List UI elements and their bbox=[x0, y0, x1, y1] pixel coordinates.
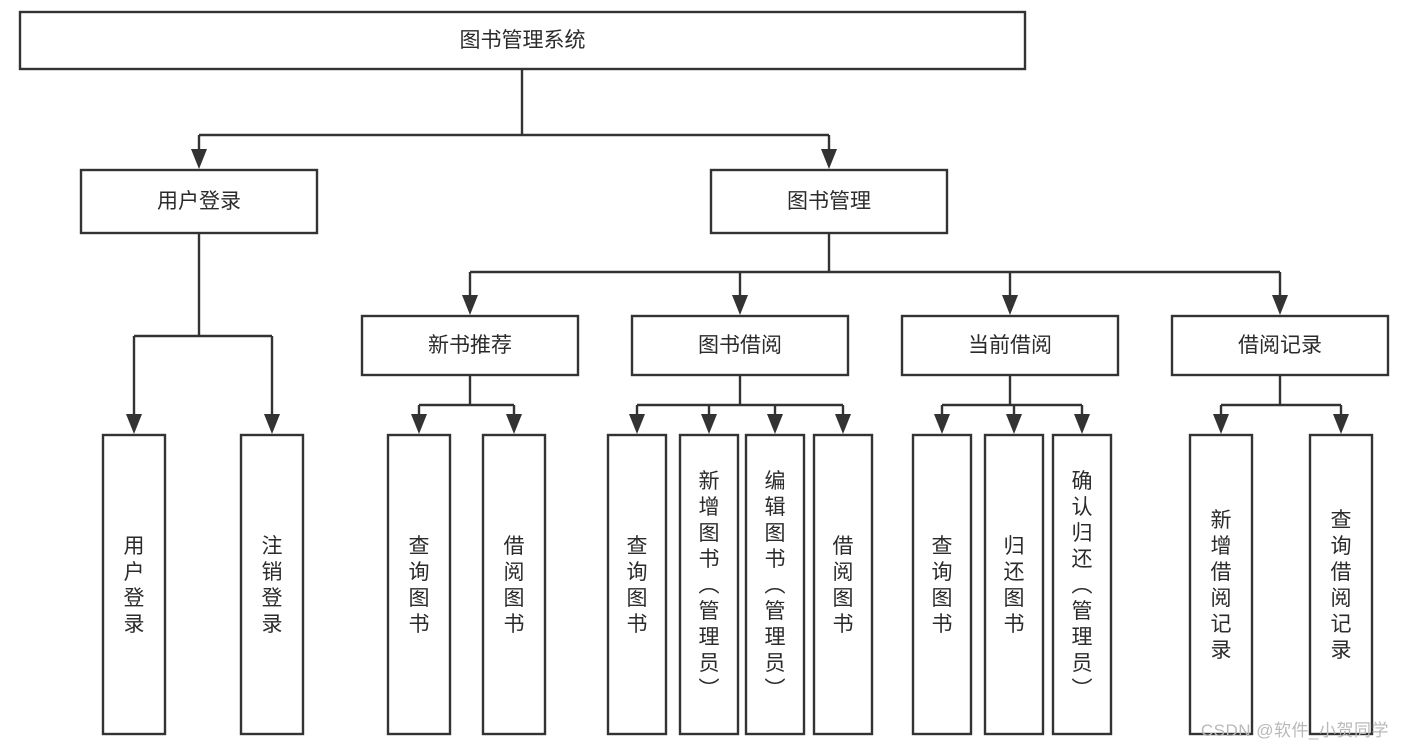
node-label-book-manage: 图书管理 bbox=[787, 190, 871, 213]
node-box-new-book-recommend[interactable] bbox=[360, 314, 580, 377]
arrow-head-icon bbox=[126, 414, 142, 434]
node-label-leaf-borrow-book-2: 借阅图书 bbox=[833, 535, 854, 636]
node-box-root[interactable] bbox=[18, 10, 1027, 71]
node-label-root: 图书管理系统 bbox=[460, 29, 586, 52]
node-leaf-return-book[interactable]: 归还图书 bbox=[983, 433, 1045, 736]
node-label-leaf-query-book-3: 查询图书 bbox=[932, 535, 953, 636]
arrow-head-icon bbox=[264, 414, 280, 434]
node-root[interactable]: 图书管理系统 bbox=[18, 10, 1027, 71]
arrow-head-icon bbox=[821, 149, 837, 169]
node-box-leaf-return-book[interactable] bbox=[983, 433, 1045, 736]
node-leaf-query-book-1[interactable]: 查询图书 bbox=[386, 433, 452, 736]
connector-group-book-borrow-to-leaves bbox=[629, 375, 851, 434]
node-leaf-query-book-3[interactable]: 查询图书 bbox=[911, 433, 973, 736]
node-new-book-recommend[interactable]: 新书推荐 bbox=[360, 314, 580, 377]
node-label-leaf-borrow-book-1: 借阅图书 bbox=[504, 535, 525, 636]
node-leaf-borrow-book-1[interactable]: 借阅图书 bbox=[481, 433, 547, 736]
arrow-head-icon bbox=[411, 414, 427, 434]
node-leaf-user-logout[interactable]: 注销登录 bbox=[239, 433, 305, 736]
node-current-borrow[interactable]: 当前借阅 bbox=[900, 314, 1120, 377]
node-leaf-edit-book-admin[interactable]: 编辑图书︵管理员︶ bbox=[744, 433, 806, 736]
node-book-manage[interactable]: 图书管理 bbox=[709, 168, 949, 235]
connector-group-borrow-record-to-leaves bbox=[1213, 375, 1349, 434]
connector-group-root-to-level1 bbox=[191, 69, 837, 169]
arrow-head-icon bbox=[629, 414, 645, 434]
node-label-borrow-record: 借阅记录 bbox=[1238, 334, 1322, 357]
connectors-layer bbox=[126, 69, 1349, 434]
node-box-leaf-confirm-return-admin[interactable] bbox=[1051, 433, 1113, 736]
arrow-head-icon bbox=[191, 149, 207, 169]
node-book-borrow[interactable]: 图书借阅 bbox=[630, 314, 850, 377]
arrow-head-icon bbox=[1006, 414, 1022, 434]
arrow-head-icon bbox=[934, 414, 950, 434]
node-leaf-add-book-admin[interactable]: 新增图书︵管理员︶ bbox=[678, 433, 740, 736]
connector-group-user-login-to-leaves bbox=[126, 233, 280, 434]
node-box-book-borrow[interactable] bbox=[630, 314, 850, 377]
node-label-leaf-query-book-1: 查询图书 bbox=[409, 535, 430, 636]
arrow-head-icon bbox=[1333, 414, 1349, 434]
node-leaf-query-borrow-record[interactable]: 查询借阅记录 bbox=[1308, 433, 1374, 736]
node-label-leaf-query-book-2: 查询图书 bbox=[627, 535, 648, 636]
node-label-leaf-add-book-admin: 新增图书︵管理员︶ bbox=[699, 470, 720, 701]
node-label-current-borrow: 当前借阅 bbox=[968, 334, 1052, 357]
arrow-head-icon bbox=[1002, 295, 1018, 315]
arrow-head-icon bbox=[1213, 414, 1229, 434]
node-box-current-borrow[interactable] bbox=[900, 314, 1120, 377]
node-label-leaf-query-borrow-record: 查询借阅记录 bbox=[1331, 509, 1352, 662]
arrow-head-icon bbox=[1074, 414, 1090, 434]
node-box-leaf-query-book-1[interactable] bbox=[386, 433, 452, 736]
node-leaf-confirm-return-admin[interactable]: 确认归还︵管理员︶ bbox=[1051, 433, 1113, 736]
arrow-head-icon bbox=[732, 295, 748, 315]
node-box-leaf-query-book-3[interactable] bbox=[911, 433, 973, 736]
node-label-leaf-edit-book-admin: 编辑图书︵管理员︶ bbox=[765, 470, 786, 701]
node-leaf-borrow-book-2[interactable]: 借阅图书 bbox=[812, 433, 874, 736]
node-leaf-query-book-2[interactable]: 查询图书 bbox=[606, 433, 668, 736]
arrow-head-icon bbox=[701, 414, 717, 434]
node-box-leaf-query-borrow-record[interactable] bbox=[1308, 433, 1374, 736]
arrow-head-icon bbox=[462, 295, 478, 315]
node-label-new-book-recommend: 新书推荐 bbox=[428, 334, 512, 357]
node-box-user-login[interactable] bbox=[79, 168, 319, 235]
node-box-leaf-borrow-book-2[interactable] bbox=[812, 433, 874, 736]
arrow-head-icon bbox=[1272, 295, 1288, 315]
node-box-leaf-add-borrow-record[interactable] bbox=[1188, 433, 1254, 736]
node-label-book-borrow: 图书借阅 bbox=[698, 334, 782, 357]
connector-group-book-manage-to-level2 bbox=[462, 233, 1288, 315]
node-leaf-user-login[interactable]: 用户登录 bbox=[101, 433, 167, 736]
node-box-leaf-user-logout[interactable] bbox=[239, 433, 305, 736]
node-label-leaf-add-borrow-record: 新增借阅记录 bbox=[1211, 509, 1232, 662]
arrow-head-icon bbox=[835, 414, 851, 434]
nodes-layer: 图书管理系统用户登录图书管理新书推荐图书借阅当前借阅借阅记录用户登录注销登录查询… bbox=[18, 10, 1390, 736]
node-label-user-login: 用户登录 bbox=[157, 190, 241, 213]
node-label-leaf-user-logout: 注销登录 bbox=[262, 535, 283, 636]
node-label-leaf-confirm-return-admin: 确认归还︵管理员︶ bbox=[1072, 470, 1093, 701]
node-box-leaf-query-book-2[interactable] bbox=[606, 433, 668, 736]
node-label-leaf-user-login: 用户登录 bbox=[124, 535, 145, 636]
connector-group-current-borrow-to-leaves bbox=[934, 375, 1090, 434]
node-box-leaf-edit-book-admin[interactable] bbox=[744, 433, 806, 736]
node-leaf-add-borrow-record[interactable]: 新增借阅记录 bbox=[1188, 433, 1254, 736]
connector-group-new-book-recommend-to-leaves bbox=[411, 375, 522, 434]
node-box-borrow-record[interactable] bbox=[1170, 314, 1390, 377]
node-box-leaf-add-book-admin[interactable] bbox=[678, 433, 740, 736]
node-box-book-manage[interactable] bbox=[709, 168, 949, 235]
node-box-leaf-borrow-book-1[interactable] bbox=[481, 433, 547, 736]
node-label-leaf-return-book: 归还图书 bbox=[1004, 535, 1025, 636]
node-borrow-record[interactable]: 借阅记录 bbox=[1170, 314, 1390, 377]
node-box-leaf-user-login[interactable] bbox=[101, 433, 167, 736]
node-user-login[interactable]: 用户登录 bbox=[79, 168, 319, 235]
arrow-head-icon bbox=[506, 414, 522, 434]
arrow-head-icon bbox=[767, 414, 783, 434]
